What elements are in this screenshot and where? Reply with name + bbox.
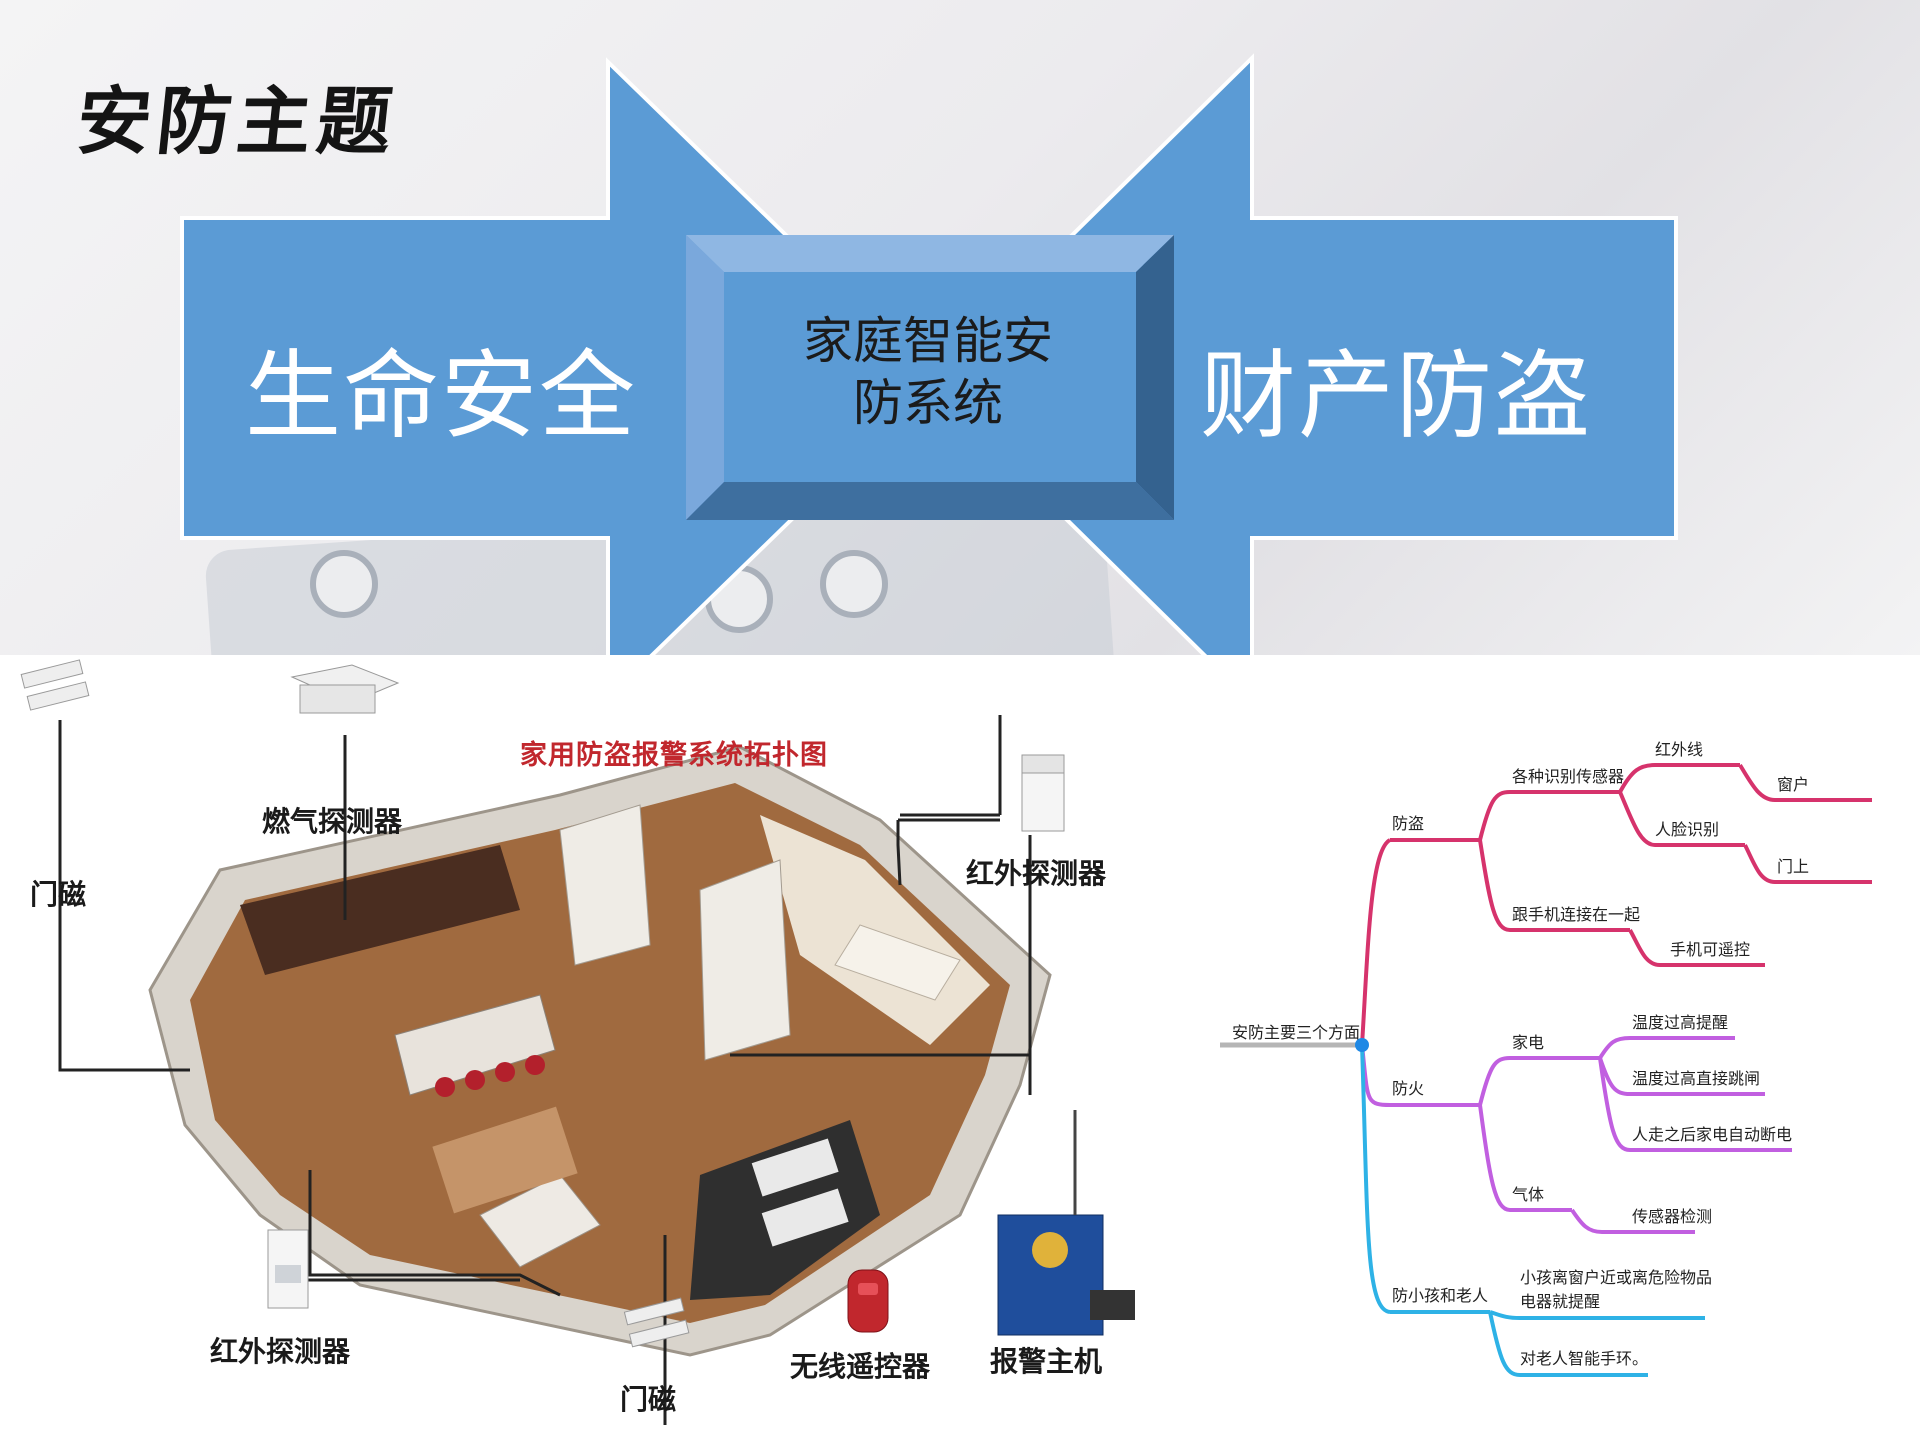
mindmap-sensor-detect-label: 传感器检测 — [1632, 1207, 1712, 1226]
board-hole — [820, 550, 888, 618]
banner-center-line1: 家庭智能安 — [803, 312, 1053, 370]
stool — [495, 1062, 515, 1082]
mindmap-branch-fire — [1390, 1036, 1792, 1234]
wireless-remote-icon — [847, 1269, 889, 1333]
mindmap-branch-care — [1390, 1310, 1705, 1377]
banner-center-line2: 防系统 — [853, 374, 1003, 432]
mindmap-temp-trip-label: 温度过高直接跳闸 — [1632, 1069, 1760, 1088]
gas-detector-icon — [290, 664, 400, 714]
rug — [432, 1106, 578, 1214]
mindmap-window-label: 窗户 — [1777, 775, 1809, 794]
sofa — [479, 1174, 601, 1268]
mindmap-phone-link-label: 跟手机连接在一起 — [1512, 905, 1640, 924]
door-magnet-icon — [20, 659, 90, 711]
page-title: 安防主题 — [72, 79, 402, 165]
mindmap-door-label: 门上 — [1777, 857, 1809, 876]
lounge-chair — [751, 1138, 839, 1197]
mindmap-face-label: 人脸识别 — [1655, 820, 1719, 839]
stool — [525, 1055, 545, 1075]
lounge-chair — [761, 1188, 849, 1247]
mindmap-trunk-care — [1360, 1044, 1391, 1314]
house-illustration — [20, 659, 1135, 1425]
mindmap-trunk-theft — [1360, 838, 1392, 1046]
alarm-host-icon — [997, 1110, 1135, 1336]
mindmap-gas-label: 气体 — [1512, 1185, 1544, 1204]
mindmap-root-label: 安防主要三个方面 — [1232, 1023, 1360, 1042]
infrared-detector-icon — [267, 1229, 309, 1309]
label-door-magnet-left: 门磁 — [30, 878, 87, 911]
mindmap-elder-label: 对老人智能手环。 — [1520, 1349, 1648, 1368]
center-bevel-box — [686, 235, 1174, 520]
kitchen-cabinets — [240, 845, 520, 975]
stool — [465, 1070, 485, 1090]
interior-wall — [559, 804, 651, 966]
mindmap-appliance-label: 家电 — [1512, 1033, 1544, 1052]
mindmap-branch-theft — [1390, 763, 1872, 967]
banner-right-text: 财产防盗 — [1200, 340, 1592, 452]
stool — [435, 1077, 455, 1097]
mindmap-sensors-label: 各种识别传感器 — [1512, 767, 1624, 786]
mindmap-phone-control-label: 手机可遥控 — [1670, 940, 1750, 959]
label-gas-detector: 燃气探测器 — [262, 805, 403, 838]
mindmap-fire-label: 防火 — [1392, 1079, 1424, 1098]
label-alarm-host: 报警主机 — [990, 1345, 1103, 1378]
mindmap-infrared-label: 红外线 — [1655, 740, 1703, 759]
infrared-detector-icon — [1021, 754, 1065, 832]
label-infrared-top-right: 红外探测器 — [966, 857, 1107, 890]
banner-left-text: 生命安全 — [245, 340, 637, 452]
board-hole — [310, 550, 378, 618]
interior-wall — [699, 859, 791, 1061]
house-diagram-title: 家用防盗报警系统拓扑图 — [520, 740, 828, 771]
mindmap-temp-alert-label: 温度过高提醒 — [1632, 1013, 1728, 1032]
mindmap-root-node — [1355, 1038, 1369, 1052]
mindmap-care-label: 防小孩和老人 — [1392, 1286, 1488, 1305]
label-door-magnet-bottom: 门磁 — [620, 1383, 677, 1416]
label-infrared-bottom-left: 红外探测器 — [210, 1335, 351, 1368]
banner-center-text: 家庭智能安 防系统 — [722, 310, 1134, 434]
mindmap-child-line2: 电器就提醒 — [1520, 1292, 1600, 1311]
banner-arrows — [180, 53, 1678, 655]
door-magnet-icon — [623, 1297, 690, 1348]
mindmap-theft-label: 防盗 — [1392, 814, 1424, 833]
label-wireless-remote: 无线遥控器 — [790, 1350, 931, 1383]
bed — [834, 924, 961, 1001]
kitchen-island — [394, 994, 556, 1096]
mindmap-auto-off-label: 人走之后家电自动断电 — [1632, 1125, 1792, 1144]
mindmap-child-line1: 小孩离窗户近或离危险物品 — [1520, 1268, 1712, 1287]
mindmap-trunk-fire — [1360, 1044, 1391, 1107]
mindmap: 安防主要三个方面 防盗 各种识别传感器 红外线 窗户 人脸识别 门上 跟手机连接… — [1220, 740, 1872, 1377]
